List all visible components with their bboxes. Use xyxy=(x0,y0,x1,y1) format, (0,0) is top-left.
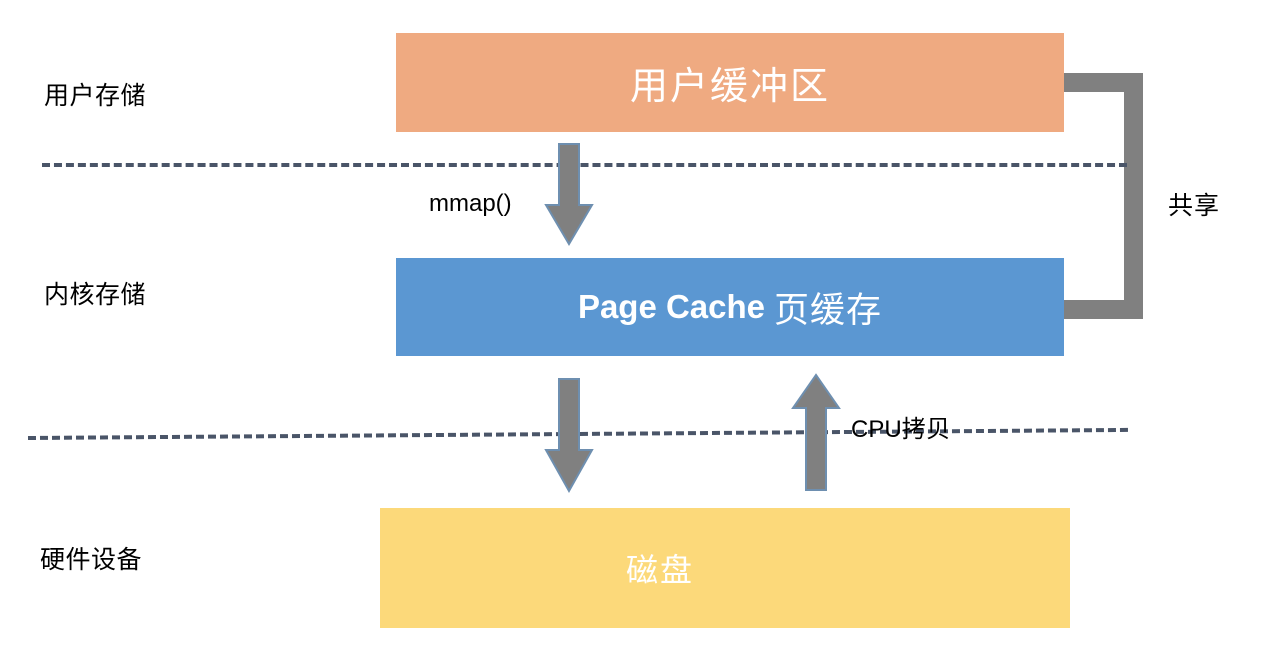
divider-user-kernel xyxy=(42,163,1127,167)
arrow-caption-cpu-copy-en: CPU xyxy=(851,416,902,443)
block-page-cache-label-en: Page Cache xyxy=(577,288,766,325)
row-label-hardware-device: 硬件设备 xyxy=(40,547,143,574)
row-label-kernel-storage: 内核存储 xyxy=(44,282,147,309)
row-label-user-storage: 用户存储 xyxy=(44,83,147,110)
block-disk-label: 磁盘 xyxy=(625,552,694,588)
block-page-cache-label-cn: 页缓存 xyxy=(774,290,883,330)
shared-bracket-bottom-segment xyxy=(1063,300,1143,319)
arrow-down-mmap xyxy=(544,143,594,246)
arrow-caption-cpu-copy: CPU拷贝 xyxy=(851,409,951,444)
block-user-buffer: 用户缓冲区 xyxy=(396,33,1064,132)
block-user-buffer-label: 用户缓冲区 xyxy=(629,66,830,108)
shared-bracket-top-segment xyxy=(1063,73,1143,92)
shared-label: 共享 xyxy=(1168,193,1221,220)
shared-bracket-right-segment xyxy=(1124,73,1143,319)
arrow-down-page-cache-to-disk xyxy=(544,378,594,494)
block-page-cache: Page Cache 页缓存 xyxy=(396,258,1064,356)
arrow-up-disk-to-page-cache xyxy=(791,373,841,491)
arrow-caption-cpu-copy-cn: 拷贝 xyxy=(901,417,951,443)
arrow-caption-mmap: mmap() xyxy=(429,190,512,217)
block-disk: 磁盘 xyxy=(380,508,1070,628)
